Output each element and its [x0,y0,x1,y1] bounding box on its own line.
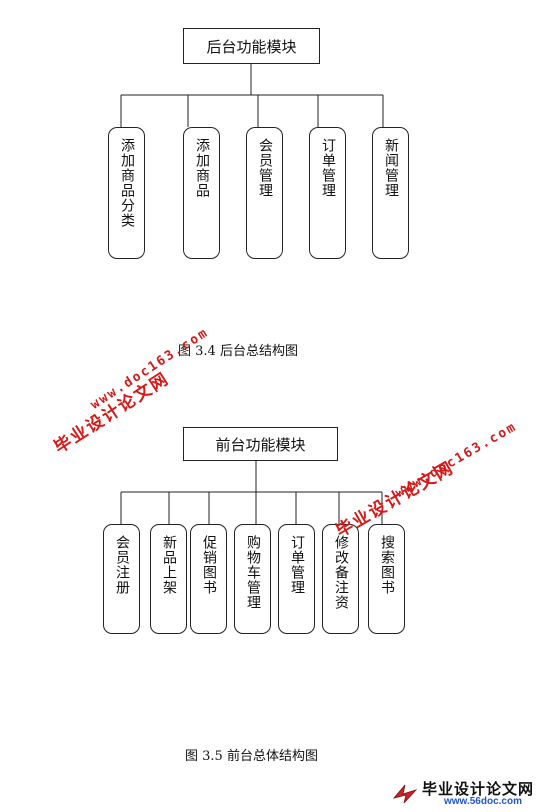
node-label: 新品上架 [161,535,177,595]
frontend-root-label: 前台功能模块 [215,435,306,454]
backend-node-add-category: 添加商品分类 [108,127,145,259]
node-label: 搜索图书 [379,535,395,595]
node-label: 订单管理 [320,138,336,198]
frontend-root-node: 前台功能模块 [183,427,338,461]
node-label: 添加商品分类 [119,138,135,228]
logo-url: www.56doc.com [444,796,522,807]
node-label: 购物车管理 [245,535,261,610]
backend-node-add-product: 添加商品 [183,127,220,259]
frontend-node-member-register: 会员注册 [103,524,140,634]
node-label: 促销图书 [201,535,217,595]
frontend-node-promo-books: 促销图书 [190,524,227,634]
frontend-node-order-mgmt: 订单管理 [278,524,315,634]
bird-logo-icon [392,784,418,804]
logo-name: 毕业设计论文网 [422,780,535,798]
node-label: 订单管理 [289,535,305,595]
node-label: 修改备注资 [333,535,349,610]
node-label: 会员管理 [257,138,273,198]
frontend-node-edit-notes: 修改备注资 [322,524,359,634]
frontend-node-cart-mgmt: 购物车管理 [234,524,271,634]
backend-node-news-mgmt: 新闻管理 [372,127,409,259]
backend-node-order-mgmt: 订单管理 [309,127,346,259]
node-label: 新闻管理 [383,138,399,198]
backend-node-member-mgmt: 会员管理 [246,127,283,259]
node-label: 添加商品 [194,138,210,198]
backend-root-label: 后台功能模块 [206,37,297,56]
backend-root-node: 后台功能模块 [183,28,320,64]
frontend-node-search-books: 搜索图书 [368,524,405,634]
figure-caption-3-5: 图 3.5 前台总体结构图 [185,749,318,764]
figure-caption-3-4: 图 3.4 后台总结构图 [178,344,298,359]
site-logo: 毕业设计论文网 www.56doc.com [392,778,552,808]
frontend-node-new-arrivals: 新品上架 [150,524,187,634]
node-label: 会员注册 [114,535,130,595]
